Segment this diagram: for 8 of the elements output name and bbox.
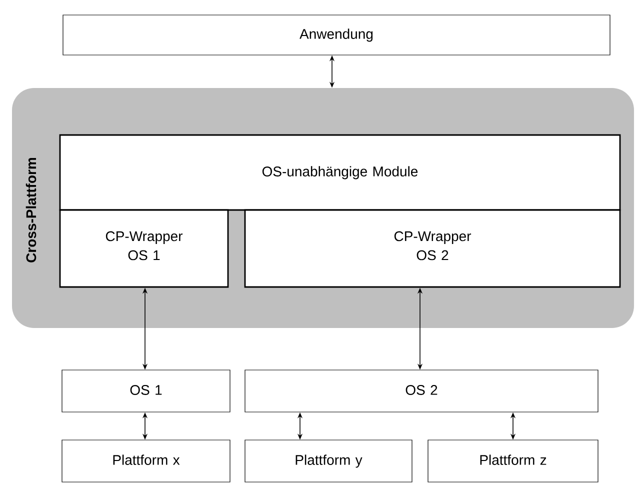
- layer-box: Anwendung: [62, 14, 610, 56]
- layer-box: CP-Wrapper OS 1: [59, 209, 229, 288]
- layer-box: Plattform z: [428, 440, 598, 482]
- layer-box: OS 1: [62, 370, 230, 412]
- layer-box: Plattform y: [244, 440, 412, 482]
- layer-box: Plattform x: [62, 440, 230, 482]
- layer-box: OS 2: [244, 370, 598, 412]
- layer-box: CP-Wrapper OS 2: [244, 209, 621, 288]
